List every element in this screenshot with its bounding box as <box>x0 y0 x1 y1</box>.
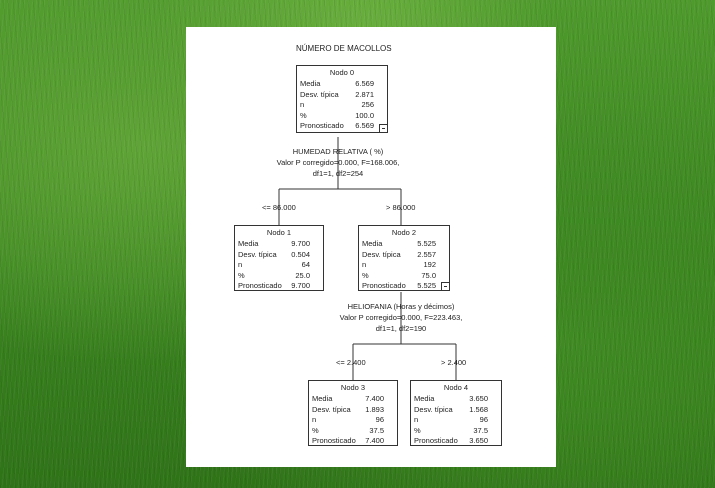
tree-connectors <box>278 137 457 380</box>
tree-title: NÚMERO DE MACOLLOS <box>296 44 392 53</box>
split-stat: Valor P corregido=0.000, F=168.006, <box>276 158 400 167</box>
decision-tree-sheet: NÚMERO DE MACOLLOS Nodo 0 Media 6.569 Des… <box>186 27 556 467</box>
branch-label-gt-2400: > 2.400 <box>441 358 467 367</box>
row-value: 5.525 <box>417 239 436 248</box>
split-df: df1=1, df2=254 <box>312 169 364 178</box>
row-label: Media <box>414 394 435 403</box>
node-0[interactable]: Nodo 0 Media 6.569 Desv. típica 2.871 n 256… <box>296 65 388 133</box>
branch-label-le-86: <= 86.000 <box>262 203 296 212</box>
row-value: 25.0 <box>295 270 310 280</box>
node-title: Nodo 1 <box>266 228 292 237</box>
row-label: Pronosticado <box>312 436 356 445</box>
row-label: Media <box>300 79 321 88</box>
row-label: Media <box>238 239 259 248</box>
row-label: n <box>238 260 243 269</box>
row-value: 37.5 <box>369 425 384 435</box>
row-value: 9.700 <box>291 239 310 248</box>
row-label: Desv. típica <box>312 404 351 414</box>
row-value: 3.650 <box>469 394 488 403</box>
row-value: 37.5 <box>473 425 488 435</box>
row-value: 192 <box>423 260 436 269</box>
split-stat: Valor P corregido=0.000, F=223.463, <box>339 313 463 322</box>
node-2[interactable]: Nodo 2 Media 5.525 Desv. típica 2.557 n 192… <box>358 225 450 291</box>
row-value: 1.568 <box>469 404 488 414</box>
collapse-toggle-icon[interactable] <box>441 282 450 291</box>
row-value: 100.0 <box>355 110 374 120</box>
row-label: % <box>362 270 369 280</box>
node-title: Nodo 3 <box>340 383 366 392</box>
row-label: Pronosticado <box>414 436 458 445</box>
row-label: Desv. típica <box>238 249 277 259</box>
row-value: 7.400 <box>365 436 384 445</box>
row-value: 6.569 <box>355 121 374 130</box>
row-label: Pronosticado <box>362 281 406 290</box>
collapse-toggle-icon[interactable] <box>379 124 388 133</box>
row-label: % <box>300 110 307 120</box>
row-value: 75.0 <box>421 270 436 280</box>
row-label: Pronosticado <box>238 281 282 290</box>
row-label: n <box>312 415 317 424</box>
row-label: Desv. típica <box>362 249 401 259</box>
row-value: 9.700 <box>291 281 310 290</box>
row-label: Desv. típica <box>300 89 339 99</box>
row-value: 3.650 <box>469 436 488 445</box>
branch-label-le-2400: <= 2.400 <box>336 358 366 367</box>
split-2-label: HELIOFANIA (Horas y décimos) Valor P cor… <box>321 301 481 334</box>
row-value: 0.504 <box>291 249 310 259</box>
row-value: 96 <box>375 415 384 424</box>
row-value: 5.525 <box>417 281 436 290</box>
split-variable: HELIOFANIA (Horas y décimos) <box>347 302 455 311</box>
row-value: 6.569 <box>355 79 374 88</box>
row-value: 1.893 <box>365 404 384 414</box>
split-df: df1=1, df2=190 <box>375 324 427 333</box>
row-label: % <box>312 425 319 435</box>
row-label: Desv. típica <box>414 404 453 414</box>
node-title: Nodo 0 <box>329 68 355 77</box>
row-value: 2.871 <box>355 89 374 99</box>
row-value: 2.557 <box>417 249 436 259</box>
branch-label-gt-86: > 86.000 <box>386 203 416 212</box>
row-value: 256 <box>361 100 374 109</box>
row-label: n <box>300 100 305 109</box>
row-label: Pronosticado <box>300 121 344 130</box>
row-label: % <box>414 425 421 435</box>
row-value: 7.400 <box>365 394 384 403</box>
row-label: n <box>362 260 367 269</box>
row-value: 96 <box>479 415 488 424</box>
row-label: % <box>238 270 245 280</box>
row-value: 64 <box>301 260 310 269</box>
node-title: Nodo 4 <box>443 383 469 392</box>
row-label: Media <box>312 394 333 403</box>
split-variable: HUMEDAD RELATIVA ( %) <box>292 147 384 156</box>
node-title: Nodo 2 <box>391 228 417 237</box>
split-1-label: HUMEDAD RELATIVA ( %) Valor P corregido=… <box>258 146 418 179</box>
row-label: Media <box>362 239 383 248</box>
row-label: n <box>414 415 419 424</box>
